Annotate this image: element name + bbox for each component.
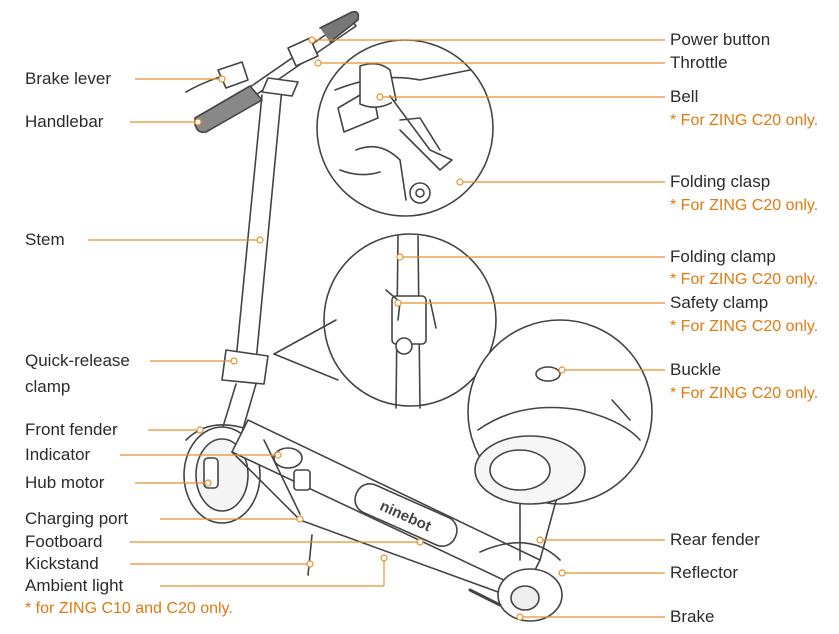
leader-dots [194, 36, 566, 621]
label-throttle: Throttle [670, 53, 728, 72]
label-safety-clamp: Safety clamp [670, 293, 769, 312]
label-indicator: Indicator [25, 445, 91, 464]
label-bell: Bell [670, 87, 699, 106]
label-footboard: Footboard [25, 532, 103, 551]
label-quick-release-line2: clamp [25, 377, 71, 396]
note-ambient-light: * for ZING C10 and C20 only. [25, 600, 233, 617]
rear-wheel-drawing [468, 541, 563, 622]
note-bell: * For ZING C20 only. [670, 112, 819, 129]
label-rear-fender: Rear fender [670, 530, 760, 549]
detail-circle-bell [316, 39, 494, 217]
label-stem: Stem [25, 230, 65, 249]
label-hub-motor: Hub motor [25, 473, 105, 492]
leader-lines [88, 39, 665, 618]
detail-circle-buckle [467, 319, 653, 561]
note-buckle: * For ZING C20 only. [670, 385, 819, 402]
label-buckle: Buckle [670, 360, 722, 379]
label-folding-clamp: Folding clamp [670, 247, 776, 266]
label-handlebar: Handlebar [25, 112, 104, 131]
label-folding-clasp: Folding clasp [670, 172, 771, 191]
note-safety-clamp: * For ZING C20 only. [670, 318, 819, 335]
label-front-fender: Front fender [25, 420, 118, 439]
label-reflector: Reflector [670, 563, 739, 582]
front-wheel-drawing [183, 424, 261, 524]
label-brake: Brake [670, 607, 715, 626]
detail-circle-clamp [273, 233, 497, 409]
label-quick-release-line1: Quick-release [25, 351, 130, 370]
stem-drawing [221, 77, 299, 433]
label-charging-port: Charging port [25, 509, 129, 528]
label-kickstand: Kickstand [25, 554, 99, 573]
label-brake-lever: Brake lever [25, 69, 111, 88]
note-folding-clamp: * For ZING C20 only. [670, 271, 819, 288]
label-power-button: Power button [670, 30, 771, 49]
footboard-drawing: ninebot [231, 419, 541, 601]
label-ambient-light: Ambient light [25, 576, 124, 595]
note-folding-clasp: * For ZING C20 only. [670, 197, 819, 214]
handlebar-drawing [185, 10, 360, 134]
